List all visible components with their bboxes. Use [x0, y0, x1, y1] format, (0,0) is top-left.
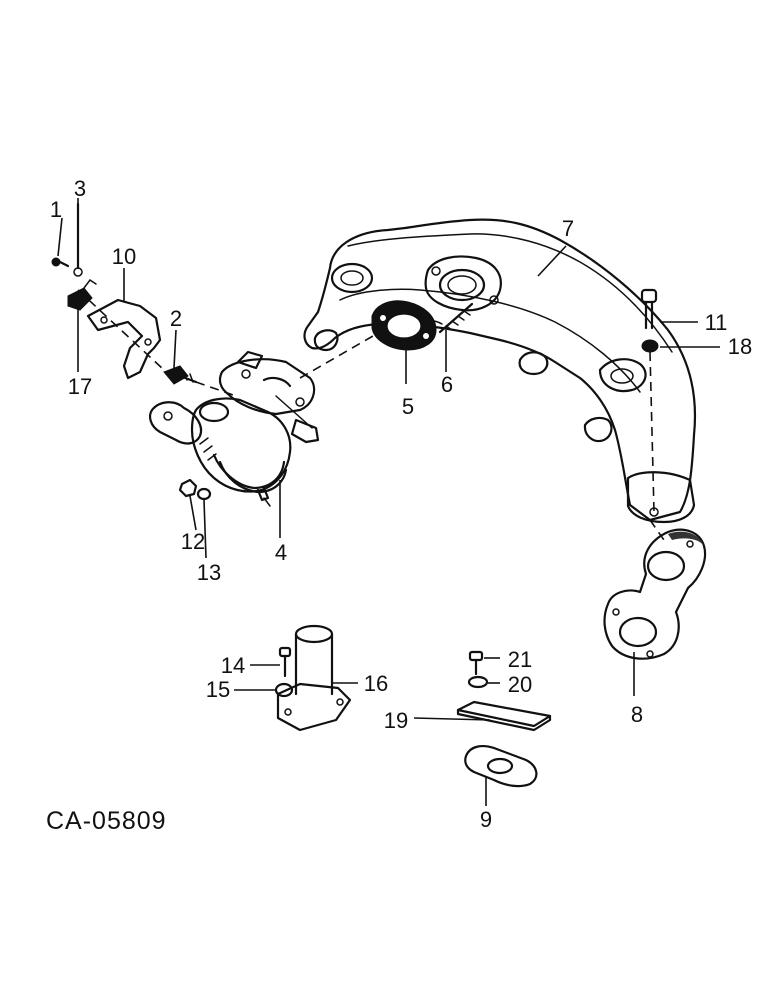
stud-part-6	[438, 302, 474, 334]
washer-part-18	[641, 339, 659, 353]
callout-4: 4	[275, 540, 287, 565]
callout-15: 15	[206, 677, 230, 702]
bolt-part-21	[468, 650, 484, 676]
assembly-centerlines	[77, 289, 665, 541]
callout-17: 17	[68, 374, 92, 399]
callout-6: 6	[441, 372, 453, 397]
bolt-part-11	[640, 288, 658, 330]
plate-part-19	[456, 700, 552, 732]
callout-10: 10	[112, 244, 136, 269]
callout-13: 13	[197, 560, 221, 585]
gasket-part-8	[603, 528, 707, 660]
carburetor-part-4	[149, 350, 320, 507]
washer-part-20	[467, 675, 489, 689]
bracket-part-10	[86, 298, 162, 380]
gasket-part-5	[371, 300, 437, 351]
screw-part-1	[51, 257, 70, 268]
callout-20: 20	[508, 672, 532, 697]
gasket-part-9	[464, 745, 538, 788]
bolt-part-14	[278, 646, 292, 678]
callout-1: 1	[50, 197, 62, 222]
washer-part-13	[196, 487, 212, 501]
manifold-part-7	[303, 218, 697, 524]
callout-labels: 1 2 3 4 5 6 7 8 9 10 11 12 13 14 15 16 1…	[50, 176, 752, 832]
drawing-code: CA-05809	[46, 807, 167, 835]
callout-12: 12	[181, 529, 205, 554]
nut-part-12	[178, 478, 198, 498]
fitting-part-2	[163, 365, 198, 385]
callout-8: 8	[631, 702, 643, 727]
callout-9: 9	[480, 807, 492, 832]
callout-18: 18	[728, 334, 752, 359]
rod-part-3	[73, 202, 83, 277]
clip-part-17	[67, 278, 97, 311]
callout-19: 19	[384, 708, 408, 733]
washer-part-15	[274, 682, 294, 698]
callout-14: 14	[221, 653, 245, 678]
pipe-part-16	[276, 624, 352, 732]
callout-5: 5	[402, 394, 414, 419]
callout-16: 16	[364, 671, 388, 696]
callout-7: 7	[562, 216, 574, 241]
callout-11: 11	[705, 310, 728, 335]
callout-3: 3	[74, 176, 86, 201]
callout-2: 2	[170, 306, 182, 331]
leader-lines	[57, 198, 720, 806]
callout-21: 21	[508, 647, 532, 672]
